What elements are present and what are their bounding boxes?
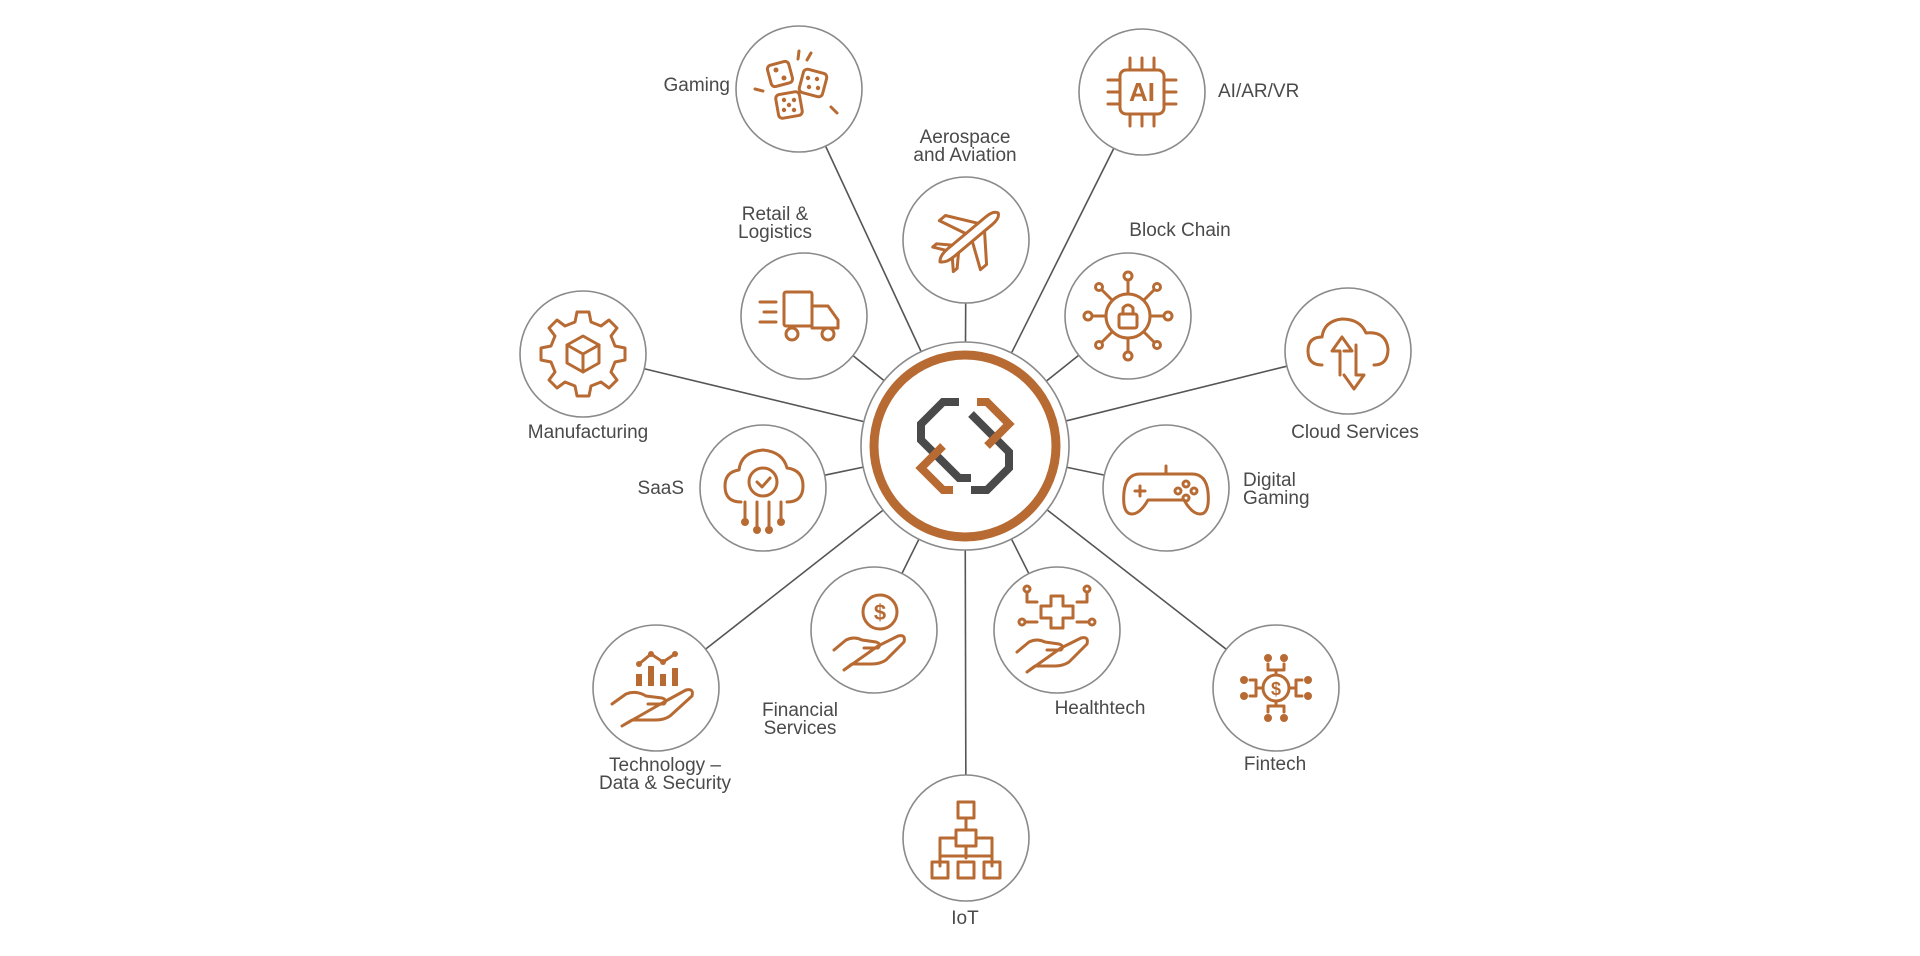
- label-technology: Technology – Data & Security: [565, 757, 765, 793]
- label-cloud: Cloud Services: [1270, 424, 1440, 442]
- connector-saas: [825, 467, 865, 475]
- label-blockchain: Block Chain: [1100, 222, 1260, 240]
- label-digital-gaming: Digital Gaming: [1243, 472, 1363, 508]
- label-healthtech: Healthtech: [1030, 700, 1170, 718]
- label-gaming: Gaming: [600, 77, 730, 95]
- connector-blockchain: [1045, 355, 1079, 382]
- node-circle-healthtech: [994, 567, 1120, 693]
- label-ai: AI/AR/VR: [1218, 83, 1358, 101]
- svg-text:$: $: [1271, 679, 1281, 699]
- node-circle-financial: [811, 567, 937, 693]
- hub-logo: [861, 342, 1069, 550]
- connector-healthtech: [1011, 537, 1029, 573]
- label-financial: Financial Services: [730, 702, 870, 738]
- connector-retail: [853, 356, 886, 382]
- connector-iot: [965, 548, 966, 775]
- svg-text:AI: AI: [1129, 77, 1155, 107]
- label-saas: SaaS: [600, 480, 684, 498]
- label-aerospace: Aerospace and Aviation: [890, 129, 1040, 165]
- connector-manufacturing: [644, 369, 866, 422]
- node-circle-digital-gaming: [1103, 425, 1229, 551]
- label-iot: IoT: [920, 910, 1010, 928]
- node-circle-retail: [741, 253, 867, 379]
- connector-cloud: [1064, 366, 1287, 421]
- node-circle-aerospace: [903, 177, 1029, 303]
- connector-financial: [902, 537, 920, 573]
- node-circle-technology: [593, 625, 719, 751]
- label-retail: Retail & Logistics: [705, 206, 845, 242]
- label-manufacturing: Manufacturing: [503, 424, 673, 442]
- label-fintech: Fintech: [1205, 756, 1345, 774]
- node-circle-iot: [903, 775, 1029, 901]
- connector-digital-gaming: [1065, 467, 1104, 475]
- svg-text:$: $: [874, 600, 886, 625]
